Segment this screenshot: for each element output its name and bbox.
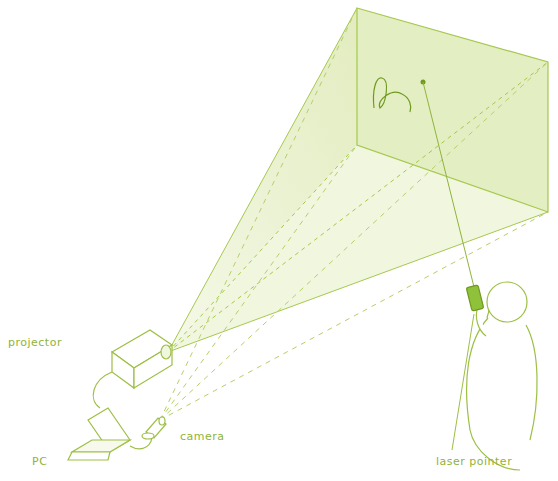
drawn-stroke: [373, 78, 410, 112]
laptop: [68, 408, 152, 460]
leader-line: [452, 314, 474, 450]
cone-edge: [168, 8, 357, 352]
projector-body: [93, 330, 172, 408]
part-label: camera: [180, 430, 225, 443]
cone-edge: [168, 212, 548, 352]
cone-edge: [168, 62, 548, 352]
part-label: laser pointer: [436, 455, 512, 468]
part-label: PC: [32, 455, 47, 468]
camera: [142, 417, 166, 439]
projection-screen: [357, 8, 548, 212]
person: [466, 282, 537, 470]
cone-edge: [168, 145, 357, 352]
laser-beam: [423, 82, 474, 287]
part-label: projector: [8, 336, 62, 349]
